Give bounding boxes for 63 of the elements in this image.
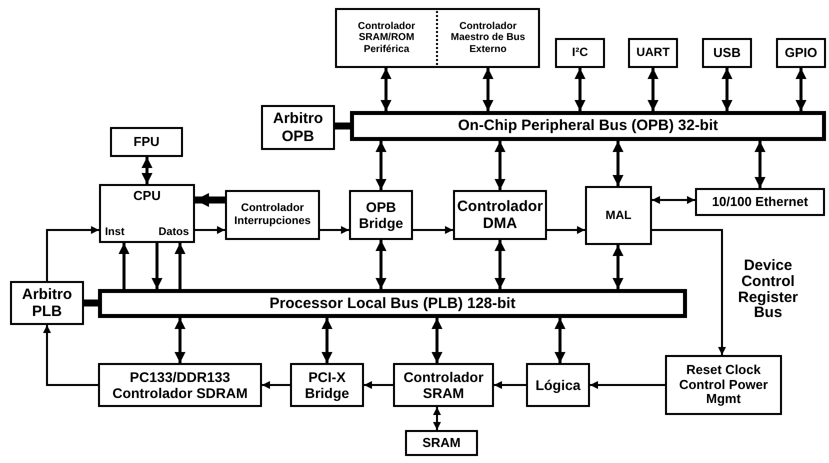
arrow: [590, 381, 665, 389]
double-arrow: [376, 141, 386, 190]
double-arrow: [142, 157, 152, 184]
arrow: [413, 226, 453, 234]
double-arrow: [380, 68, 392, 111]
block-box: Arbitro OPB: [261, 105, 335, 150]
block-box: Arbitro PLB: [10, 281, 84, 325]
port-label: Inst: [105, 226, 125, 239]
block-box: PC133/DDR133 Controlador SDRAM: [98, 363, 262, 407]
block-box: OPB Bridge: [349, 190, 413, 240]
double-arrow: [612, 141, 624, 186]
block-box: UART: [628, 38, 678, 68]
double-arrow: [652, 196, 695, 204]
double-arrow: [612, 245, 624, 289]
double-arrow: [494, 240, 506, 289]
block-box: Controlador SRAM/ROM Periférica: [335, 8, 438, 68]
block-title: CPU: [133, 189, 161, 204]
block-box: USB: [702, 38, 752, 68]
double-arrow: [432, 318, 442, 363]
arrow: [652, 229, 726, 355]
block-box: SRAM: [405, 430, 478, 456]
arrow: [152, 243, 162, 289]
bus-connector: [335, 122, 350, 130]
double-arrow: [322, 318, 332, 363]
arrow: [118, 243, 130, 289]
block-box: Controlador SRAM: [393, 363, 494, 407]
arrow: [174, 243, 186, 289]
block-box: Reset Clock Control Power Mgmt: [665, 355, 782, 415]
bus-bar: Processor Local Bus (PLB) 128-bit: [98, 289, 687, 318]
double-arrow: [376, 240, 386, 289]
port-label: Datos: [158, 226, 189, 239]
arrow: [547, 226, 585, 234]
block-box: 10/100 Ethernet: [695, 188, 825, 216]
double-arrow: [796, 68, 806, 111]
block-box: MAL: [585, 186, 652, 245]
double-arrow: [574, 68, 586, 111]
double-arrow: [174, 318, 186, 363]
block-box: Controlador Maestro de Bus Externo: [436, 8, 540, 68]
block-box: Controlador Interrupciones: [225, 190, 320, 240]
arrow: [262, 381, 290, 389]
arrow: [46, 226, 99, 281]
arrow: [364, 381, 393, 389]
bus-connector: [84, 300, 98, 306]
block-box: PCI-X Bridge: [290, 363, 364, 407]
double-arrow: [722, 68, 732, 111]
double-arrow: [648, 68, 658, 111]
bus-bar: On-Chip Peripheral Bus (OPB) 32-bit: [350, 111, 826, 141]
double-arrow: [433, 407, 441, 430]
arrow: [43, 325, 98, 386]
double-arrow: [494, 141, 506, 190]
arrow: [320, 226, 349, 234]
double-arrow: [482, 68, 494, 111]
double-arrow: [754, 141, 766, 188]
block-box: FPU: [110, 127, 183, 157]
block-box: I²C: [555, 38, 605, 68]
block-box: Lógica: [526, 363, 590, 407]
arrow: [195, 193, 225, 207]
arrow: [195, 226, 225, 234]
double-arrow: [554, 318, 566, 363]
block-box: [99, 184, 195, 243]
block-box: Controlador DMA: [453, 190, 547, 240]
block-box: GPIO: [776, 38, 826, 68]
arrow: [494, 381, 526, 389]
